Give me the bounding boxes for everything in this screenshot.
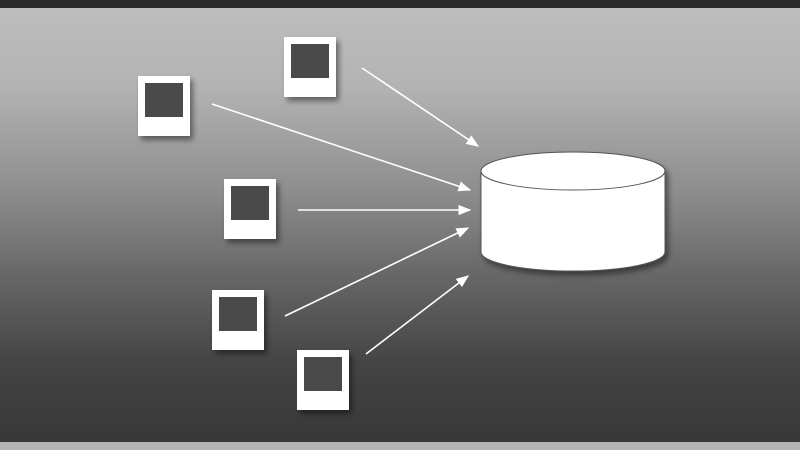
photos-layer bbox=[138, 37, 349, 410]
connection-arrow-4 bbox=[284, 227, 470, 317]
top-bar bbox=[0, 0, 800, 8]
photo-icon bbox=[284, 37, 336, 97]
photo-icon bbox=[212, 290, 264, 350]
arrows-layer bbox=[211, 67, 480, 355]
connection-arrow-1 bbox=[211, 103, 472, 192]
database-icon bbox=[480, 151, 666, 272]
photo-icon bbox=[224, 179, 276, 239]
photo-icon bbox=[297, 350, 349, 410]
connection-arrow-2 bbox=[361, 67, 480, 147]
gradient-background bbox=[0, 8, 800, 442]
database-layer bbox=[480, 151, 666, 272]
connection-arrow-5 bbox=[365, 275, 470, 355]
bottom-strip bbox=[0, 442, 800, 450]
photo-icon bbox=[138, 76, 190, 136]
